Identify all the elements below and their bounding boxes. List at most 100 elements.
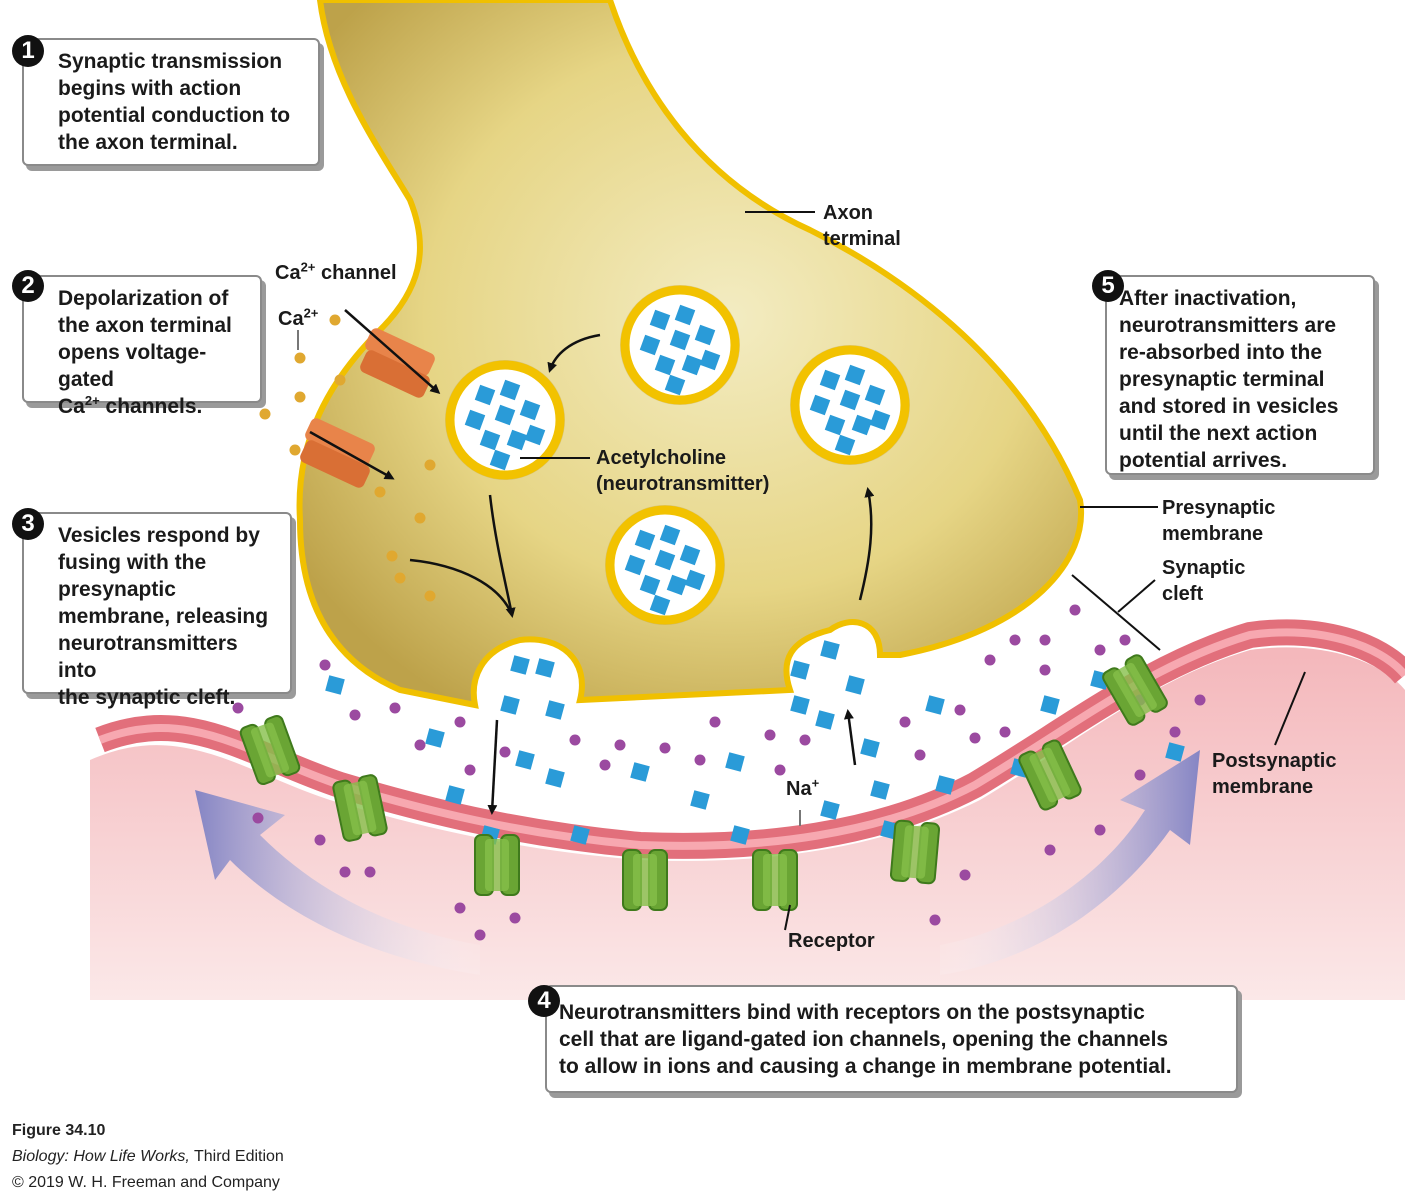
figure-number: Figure 34.10 [12,1122,106,1139]
na-ion [454,716,466,728]
na-ion [1094,644,1106,656]
ca-ion-label: Ca2+ [278,305,319,330]
ca-channel-1 [360,328,435,398]
receptor [332,774,388,842]
neurotransmitter [479,429,501,451]
na-ion [954,704,966,716]
neurotransmitter [545,700,565,720]
neurotransmitter [834,434,856,456]
neurotransmitter [654,354,676,376]
ca-ion [414,512,426,524]
neurotransmitter [809,394,831,416]
na-ion [364,866,376,878]
acetylcholine-label: Acetylcholine (neurotransmitter) [596,447,770,495]
step-2-text-b: channels. [99,395,203,418]
neurotransmitter [679,544,701,566]
neurotransmitter [820,640,840,660]
ca-ion [259,408,271,420]
na-ion [1094,824,1106,836]
na-ion [1069,604,1081,616]
step-5-callout: After inactivation, neurotransmitters ar… [1105,275,1375,475]
neurotransmitter [699,349,721,371]
ca-ion [386,550,398,562]
step-4-text: Neurotransmitters bind with receptors on… [559,1001,1172,1078]
neurotransmitter [664,374,686,396]
receptor [474,834,520,896]
neurotransmitter [545,768,565,788]
ca-ion [334,374,346,386]
neurotransmitter [634,529,656,551]
na-ion [499,746,511,758]
step-4-number: 4 [528,985,560,1017]
na-ion [1119,634,1131,646]
neurotransmitter [659,524,681,546]
na-ion [694,754,706,766]
na-ion [569,734,581,746]
na-ion [1039,664,1051,676]
neurotransmitter [445,785,465,805]
receptors [239,654,1168,911]
ca-ion [289,444,301,456]
na-ion [474,929,486,941]
neurotransmitter [824,414,846,436]
na-ion [984,654,996,666]
postsynaptic-cell [90,647,1405,1000]
na-ion [232,702,244,714]
neurotransmitter [515,750,535,770]
neurotransmitter [654,549,676,571]
neurotransmitter [1040,695,1060,715]
neurotransmitter [474,384,496,406]
neurotransmitter [649,309,671,331]
na-ion [959,869,971,881]
step-2-callout: Depolarization of the axon terminal open… [22,275,262,418]
neurotransmitter [935,775,955,795]
neurotransmitter [1165,742,1185,762]
neurotransmitter [730,825,750,845]
neurotransmitter [500,695,520,715]
neurotransmitter [860,738,880,758]
receptor-core [1029,747,1071,803]
ca-ion [294,352,306,364]
receptor-core [1113,662,1157,718]
neurotransmitter [870,780,890,800]
receptor-core [763,854,787,906]
ca-ion [424,590,436,602]
na-ion [899,716,911,728]
neurotransmitter [790,660,810,680]
na-ion [929,914,941,926]
synaptic-cleft-label: Synaptic cleft [1162,557,1246,605]
na-ion [464,764,476,776]
left-spread-arrow [195,790,480,975]
neurotransmitter [639,334,661,356]
neurotransmitter [669,329,691,351]
na-ion [349,709,361,721]
na-ion [414,739,426,751]
neurotransmitter [425,728,445,748]
na-ion [969,732,981,744]
vesicles [445,285,910,625]
na-ion [454,902,466,914]
neurotransmitter [666,574,688,596]
neurotransmitter [681,354,703,376]
neurotransmitter [510,655,530,675]
neurotransmitter [790,695,810,715]
neurotransmitter [839,389,861,411]
receptor [1102,654,1168,726]
neurotransmitter [494,404,516,426]
neurotransmitter [815,710,835,730]
step-2-sup: 2+ [84,393,100,408]
receptor-core [343,780,377,836]
neurotransmitter [624,554,646,576]
receptor [622,849,668,911]
ca-channel-label: Ca2+ channel [275,259,397,284]
na-ion [999,726,1011,738]
step-2-text-a: Depolarization of the axon terminal open… [58,287,232,418]
neurotransmitter [464,409,486,431]
receptor-label: Receptor [788,930,875,952]
na-ion-label: Na+ [786,775,820,800]
receptor [889,819,941,885]
step-4-callout: Neurotransmitters bind with receptors on… [545,985,1238,1093]
na-ion [1044,844,1056,856]
na-ion [339,866,351,878]
